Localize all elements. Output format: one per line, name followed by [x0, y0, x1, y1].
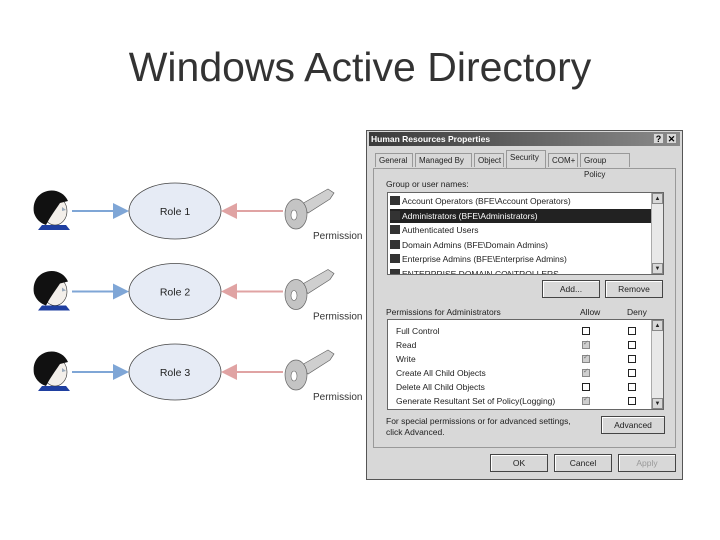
permission-name: Delete All Child Objects — [396, 382, 485, 392]
allow-checkbox[interactable] — [582, 339, 590, 349]
user-icon — [33, 351, 70, 391]
permission-name: Generate Resultant Set of Policy(Logging… — [396, 396, 556, 406]
permission-label: Permission — [313, 312, 362, 323]
apply-button[interactable]: Apply — [618, 454, 676, 472]
role-label: Role 3 — [160, 367, 191, 379]
role-row: Role 1 Permission — [33, 182, 362, 242]
scroll-up-icon[interactable]: ▲ — [652, 193, 663, 204]
dialog-title-bar: Human Resources Properties ? ✕ — [369, 132, 680, 146]
group-icon — [390, 254, 400, 263]
group-icon — [390, 225, 400, 234]
deny-checkbox[interactable] — [628, 383, 636, 391]
add-button[interactable]: Add... — [542, 280, 600, 298]
role-row: Role 3 Permission — [33, 343, 362, 403]
permissions-label: Permissions for Administrators — [386, 307, 501, 317]
group-list-item[interactable]: Account Operators (BFE\Account Operators… — [390, 194, 571, 208]
tab-general[interactable]: General — [375, 153, 413, 167]
group-name: Administrators (BFE\Administrators) — [402, 210, 538, 221]
role-label: Role 1 — [160, 206, 191, 218]
advanced-hint-line1: For special permissions or for advanced … — [386, 416, 571, 426]
permission-row: Write — [396, 352, 416, 366]
remove-button[interactable]: Remove — [605, 280, 663, 298]
permission-row: Full Control — [396, 324, 439, 338]
allow-checkbox[interactable] — [582, 383, 590, 391]
permission-name: Read — [396, 340, 417, 350]
permissions-scrollbar[interactable]: ▲ ▼ — [651, 320, 663, 409]
group-name: Account Operators (BFE\Account Operators… — [402, 196, 571, 206]
allow-checkbox[interactable] — [582, 367, 590, 377]
help-button[interactable]: ? — [653, 133, 664, 144]
user-icon — [33, 190, 70, 230]
dialog-title: Human Resources Properties — [371, 134, 491, 144]
permission-name: Full Control — [396, 326, 440, 336]
scroll-down-icon[interactable]: ▼ — [652, 263, 663, 274]
key-icon — [284, 188, 335, 230]
cancel-button[interactable]: Cancel — [554, 454, 612, 472]
advanced-hint-line2: click Advanced. — [386, 427, 445, 437]
group-name: Enterprise Admins (BFE\Enterprise Admins… — [402, 254, 567, 264]
group-icon — [390, 210, 400, 220]
deny-checkbox[interactable] — [628, 341, 636, 349]
permission-row: Delete All Child Objects — [396, 380, 485, 394]
permission-label: Permission — [313, 392, 362, 403]
group-icon — [390, 239, 400, 249]
role-row: Role 2 Permission — [33, 263, 362, 323]
group-list-item[interactable]: Enterprise Admins (BFE\Enterprise Admins… — [390, 252, 567, 266]
allow-header: Allow — [580, 307, 601, 317]
deny-checkbox[interactable] — [628, 397, 636, 405]
group-list-item[interactable]: ENTERPRISE DOMAIN CONTROLLERS — [390, 267, 559, 275]
permission-label: Permission — [313, 231, 362, 242]
permission-row: Create All Child Objects — [396, 366, 486, 380]
tab-managed-by[interactable]: Managed By — [415, 153, 472, 167]
deny-checkbox[interactable] — [628, 327, 636, 335]
group-list-item[interactable]: Domain Admins (BFE\Domain Admins) — [390, 238, 548, 252]
scroll-up-icon[interactable]: ▲ — [652, 320, 663, 331]
close-button[interactable]: ✕ — [666, 133, 677, 144]
user-icon — [33, 271, 70, 311]
security-panel: Group or user names: ▲ ▼ Account Operato… — [373, 168, 676, 448]
group-list-item[interactable]: Authenticated Users — [390, 223, 479, 237]
deny-checkbox[interactable] — [628, 355, 636, 363]
group-list-scrollbar[interactable]: ▲ ▼ — [651, 193, 663, 274]
group-list-item[interactable]: Administrators (BFE\Administrators) — [390, 208, 651, 223]
allow-checkbox[interactable] — [582, 353, 590, 363]
deny-checkbox[interactable] — [628, 369, 636, 377]
permission-name: Create All Child Objects — [396, 368, 486, 378]
ok-button[interactable]: OK — [490, 454, 548, 472]
group-name: Domain Admins (BFE\Domain Admins) — [402, 239, 548, 250]
group-icon — [390, 268, 400, 274]
group-icon — [390, 196, 400, 205]
permissions-list[interactable]: ▲ ▼ Full ControlReadWriteCreate All Chil… — [387, 319, 664, 410]
group-name: ENTERPRISE DOMAIN CONTROLLERS — [402, 268, 559, 275]
role-label: Role 2 — [160, 287, 191, 299]
group-list[interactable]: ▲ ▼ Account Operators (BFE\Account Opera… — [387, 192, 664, 275]
deny-header: Deny — [627, 307, 647, 317]
tab-com-[interactable]: COM+ — [548, 153, 578, 167]
permission-name: Write — [396, 354, 416, 364]
key-icon — [284, 349, 335, 391]
key-icon — [284, 269, 335, 310]
tab-group-policy[interactable]: Group Policy — [580, 153, 630, 179]
group-label: Group or user names: — [386, 179, 469, 189]
advanced-button[interactable]: Advanced — [601, 416, 665, 434]
tab-security[interactable]: Security — [506, 150, 546, 168]
permission-row: Read — [396, 338, 416, 352]
tab-object[interactable]: Object — [474, 153, 504, 167]
allow-checkbox[interactable] — [582, 327, 590, 335]
slide-title: Windows Active Directory — [128, 44, 592, 90]
group-name: Authenticated Users — [402, 225, 479, 235]
allow-checkbox[interactable] — [582, 395, 590, 405]
scroll-down-icon[interactable]: ▼ — [652, 398, 663, 409]
permission-row: Generate Resultant Set of Policy(Logging… — [396, 394, 555, 408]
